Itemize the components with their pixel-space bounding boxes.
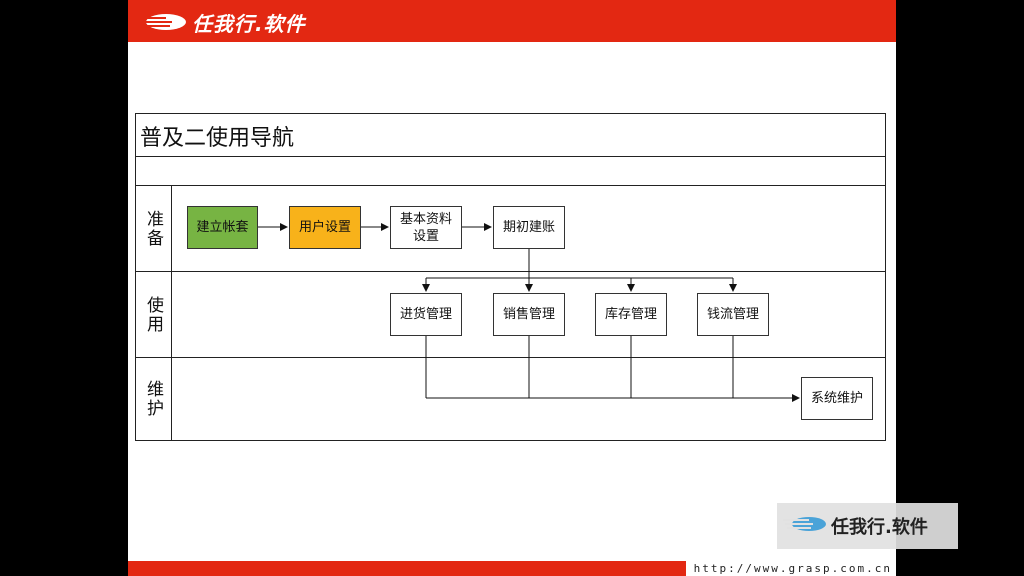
node-label: 期初建账 <box>502 220 555 235</box>
lane-label-prepare: 准备 <box>136 186 172 271</box>
lane-maintain: 维护 <box>136 358 885 440</box>
lane-label-use: 使用 <box>136 272 172 357</box>
node-label: 库存管理 <box>604 307 657 322</box>
lane-label-text: 使用 <box>143 295 163 334</box>
brand-logo: 任我行.软件 <box>136 9 306 36</box>
node-label: 钱流管理 <box>706 307 759 322</box>
watermark: 任我行.软件 <box>777 503 958 549</box>
node-label: 基本资料 设置 <box>399 211 452 244</box>
node-label: 进货管理 <box>399 307 452 322</box>
lane-label-text: 准备 <box>143 209 163 248</box>
node-user-settings: 用户设置 <box>289 206 361 249</box>
lane-label-maintain: 维护 <box>136 358 172 440</box>
node-setup-account: 建立帐套 <box>187 206 258 249</box>
lane-use: 使用 <box>136 272 885 358</box>
node-purchase: 进货管理 <box>390 293 462 336</box>
logo-text: 任我行.软件 <box>192 11 306 36</box>
swoosh-logo-icon <box>136 12 188 32</box>
node-maintenance: 系统维护 <box>801 377 873 420</box>
swoosh-watermark-icon <box>783 515 827 537</box>
diagram-title: 普及二使用导航 <box>140 126 295 151</box>
node-initial-accounts: 期初建账 <box>493 206 565 249</box>
lane-label-text: 维护 <box>143 380 163 418</box>
slide: 任我行.软件 普及二使用导航 准备 使用 维护 <box>128 0 896 576</box>
node-label: 销售管理 <box>502 307 555 322</box>
node-label: 用户设置 <box>298 220 351 235</box>
footer-url: http://www.grasp.com.cn <box>685 561 896 576</box>
blank-row <box>136 157 885 186</box>
watermark-text: 任我行.软件 <box>831 517 928 538</box>
lane-prepare: 准备 <box>136 186 885 272</box>
node-cashflow: 钱流管理 <box>697 293 769 336</box>
node-inventory: 库存管理 <box>595 293 667 336</box>
node-basic-data: 基本资料 设置 <box>390 206 462 249</box>
flowchart-frame: 普及二使用导航 准备 使用 维护 <box>135 113 886 441</box>
node-label: 建立帐套 <box>196 220 249 235</box>
node-sales: 销售管理 <box>493 293 565 336</box>
node-label: 系统维护 <box>810 391 863 406</box>
title-row: 普及二使用导航 <box>136 114 885 157</box>
header-bar: 任我行.软件 <box>128 0 896 42</box>
